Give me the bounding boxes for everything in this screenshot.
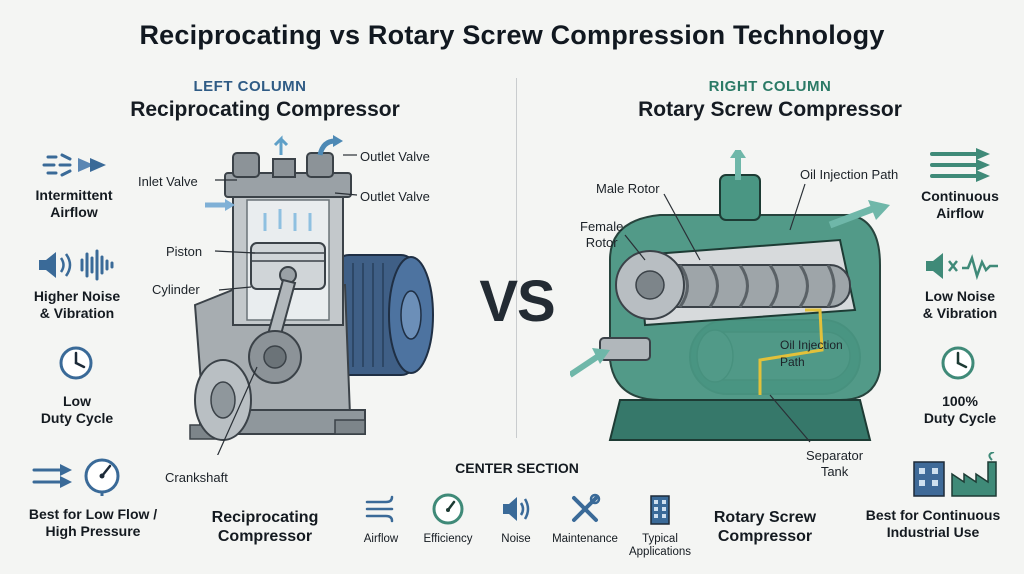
airflow-icon [365,495,394,523]
center-item-efficiency: Efficiency [420,492,476,546]
left-feature-1-line1: Intermittent [35,187,113,203]
right-feature-4-line2: Industrial Use [886,524,980,540]
right-feature-2-line1: Low Noise [924,288,995,304]
callout-inlet-valve: Inlet Valve [138,174,198,189]
callout-male-rotor: Male Rotor [596,181,660,196]
center-item-efficiency-label: Efficiency [423,533,473,545]
speaker-icon [503,497,530,521]
center-item-applications-label: Typical Applications [628,533,691,558]
right-feature-3-line2: Duty Cycle [923,410,997,426]
center-item-noise: Noise [494,492,538,546]
reciprocating-compressor-illustration [189,135,434,455]
callout-cylinder: Cylinder [152,282,200,297]
right-feature-3-line1: 100% [942,393,978,409]
left-feature-3-line1: Low [63,393,91,409]
left-feature-4-line1: Best for Low Flow / [28,506,158,522]
pressure-gauge-icon [32,458,120,496]
rotary-screw-compressor-illustration [570,150,890,443]
callout-separator-tank-line1: Separator [806,448,864,463]
center-item-maintenance: Maintenance [548,492,622,546]
noise-vibration-icon [39,249,114,281]
left-feature-2-line2: & Vibration [39,305,115,321]
male-rotor [649,264,851,308]
callout-oil-injection-tank-line1: Oil Injection [780,338,843,352]
callout-crankshaft: Crankshaft [165,470,228,485]
center-item-maintenance-label: Maintenance [552,533,618,545]
right-feature-1-line1: Continuous [921,188,999,204]
clock-icon [941,346,975,380]
callout-outlet-valve-top: Outlet Valve [360,149,430,164]
callout-oil-injection-tank-line2: Path [780,355,805,369]
center-item-noise-label: Noise [501,533,531,545]
right-feature-2-line2: & Vibration [922,305,998,321]
right-column-heading: Rotary Screw Compressor [638,98,902,121]
left-footer-line2: Compressor [217,528,313,545]
female-rotor [615,250,685,320]
efficiency-gauge-icon [432,493,464,525]
center-item-applications: Typical Applications [622,492,698,559]
clock-icon [59,346,93,380]
center-item-airflow-label: Airflow [363,533,399,545]
intermittent-airflow-icon [42,153,106,177]
right-feature-1-line2: Airflow [936,205,984,221]
callout-outlet-valve: Outlet Valve [360,189,430,204]
low-noise-icon [926,253,998,281]
callout-piston: Piston [166,244,203,259]
continuous-airflow-icon [930,148,990,182]
vs-label: VS [479,269,555,334]
right-feature-4-line1: Best for Continuous [865,507,1001,523]
left-feature-4-line2: High Pressure [45,523,141,539]
left-feature-3-line2: Duty Cycle [40,410,114,426]
left-footer-line1: Reciprocating [211,509,319,526]
left-feature-2-line1: Higher Noise [33,288,121,304]
callout-oil-injection-path: Oil Injection Path [800,167,899,182]
electric-motor [334,254,434,376]
right-column-tag: RIGHT COLUMN [708,78,832,95]
center-item-airflow: Airflow [355,492,407,546]
building-icon [650,495,670,525]
callout-female-rotor-line2: Rotor [585,235,618,250]
right-footer-line2: Compressor [717,528,813,545]
left-column-heading: Reciprocating Compressor [130,98,400,121]
callout-female-rotor-line1: Female [580,219,624,234]
factory-icon [913,452,997,497]
wrench-screwdriver-icon [572,493,601,522]
center-divider [516,78,517,438]
right-footer-line1: Rotary Screw [713,509,817,526]
left-feature-1-line2: Airflow [50,204,98,220]
center-section-title: CENTER SECTION [455,460,579,476]
page-title: Reciprocating vs Rotary Screw Compressio… [139,20,885,50]
left-column-tag: LEFT COLUMN [193,78,307,95]
callout-separator-tank-line2: Tank [820,464,849,479]
